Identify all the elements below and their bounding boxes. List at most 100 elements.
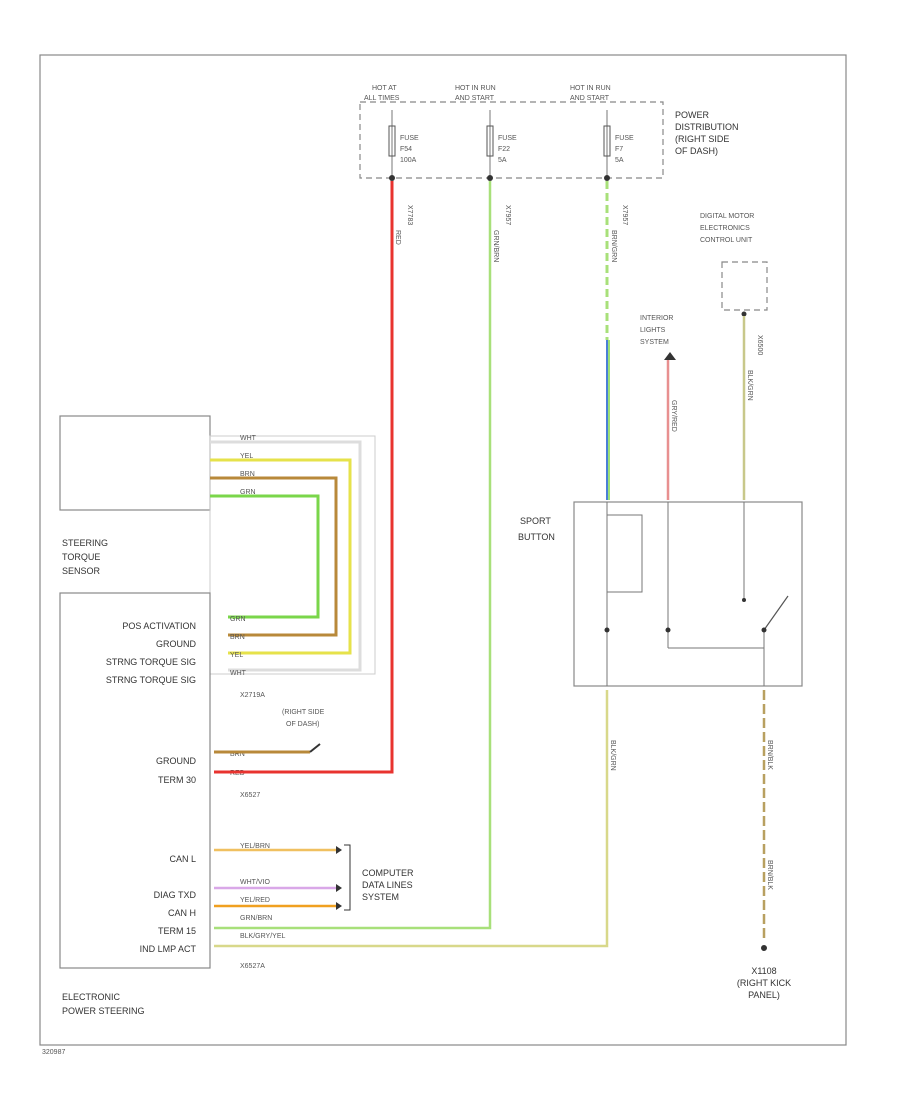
arrow-diag-txd	[336, 884, 342, 892]
computer-lines-2: DATA LINES	[362, 880, 413, 890]
bottom-ground-3: PANEL)	[748, 990, 780, 1000]
fuse-1-label-b: F54	[400, 146, 412, 153]
sport-switch	[763, 595, 789, 631]
wire-sensor-brn	[210, 476, 338, 637]
fuse-2-label-a: FUSE	[498, 135, 517, 142]
ground-label-1: (RIGHT SIDE	[282, 709, 325, 716]
fuse-3-label-b: F7	[615, 146, 623, 153]
fuse-3-label-c: 5A	[615, 157, 624, 164]
fuse-3-terminal	[604, 175, 610, 181]
eps-pin-can-l: CAN L	[169, 854, 196, 864]
hot-in-run-label-2a: HOT IN RUN	[570, 85, 611, 92]
dme-name-3: CONTROL UNIT	[700, 237, 753, 244]
sport-button-name-2: BUTTON	[518, 532, 555, 542]
wire-sensor-yel	[210, 458, 352, 655]
fuse-1-symbol	[388, 125, 396, 157]
bracket-computer-lines	[344, 844, 351, 911]
power-distribution-box	[359, 101, 664, 179]
sensor-wire-label-4: GRN	[240, 489, 256, 496]
computer-lines-1: COMPUTER	[362, 868, 414, 878]
sensor-name-3: SENSOR	[62, 566, 101, 576]
arrow-can-l	[336, 846, 342, 854]
eps-pin-ground: GROUND	[156, 639, 196, 649]
hot-at-all-times-label-2: ALL TIMES	[364, 95, 400, 102]
sensor-name-2: TORQUE	[62, 552, 100, 562]
sport-button-name-1: SPORT	[520, 516, 551, 526]
eps-pin-term-30: TERM 30	[158, 775, 196, 785]
fuse-2-terminal	[487, 175, 493, 181]
sensor-name-1: STEERING	[62, 538, 108, 548]
eps-conn-bot: X6527A	[240, 963, 265, 970]
bottom-ground-terminal	[761, 945, 767, 951]
sensor-wire-label-2: YEL	[240, 453, 253, 460]
fuse-3-symbol	[603, 125, 611, 157]
sensor-wire-label-1: WHT	[240, 435, 257, 442]
fuse-1-label-a: FUSE	[400, 135, 419, 142]
eps-bot-wire-4: YEL/RED	[240, 897, 270, 904]
eps-pin-diag-txd: DIAG TXD	[154, 890, 197, 900]
eps-top-wire-4: WHT	[230, 670, 247, 677]
eps-pin-ind-lmp-act: IND LMP ACT	[140, 944, 197, 954]
hot-at-all-times-label-1: HOT AT	[372, 85, 397, 92]
wire-label-sport-out-l: BLK/GRN	[609, 740, 616, 771]
dme-box	[721, 261, 768, 311]
fuse-2-connector: X7957	[504, 205, 511, 225]
eps-bot-wire-6: BLK/GRY/YEL	[240, 933, 286, 940]
sport-internal-loop	[607, 514, 643, 593]
eps-bot-wire-3: WHT/VIO	[240, 879, 270, 886]
eps-module-box	[59, 592, 211, 969]
footer-code: 320987	[42, 1049, 65, 1056]
power-dist-name-4: OF DASH)	[675, 146, 718, 156]
wire-grn-brn-term15	[214, 181, 492, 930]
power-dist-name-3: (RIGHT SIDE	[675, 134, 729, 144]
sport-terminal-right	[761, 627, 767, 633]
fuse-2-symbol	[486, 125, 494, 157]
sensor-wire-label-3: BRN	[240, 471, 255, 478]
wire-label-gnd-right: BRN/BLK	[766, 860, 773, 890]
wire-label-mid: BRN/GRN	[610, 230, 617, 262]
fuse-2-label-c: 5A	[498, 157, 507, 164]
fuse-2-label-b: F22	[498, 146, 510, 153]
dme-connector: X6500	[756, 335, 763, 355]
sensor-harness-box	[209, 435, 376, 675]
interior-lights-arrow	[664, 352, 676, 360]
eps-pin-pos-activation: POS ACTIVATION	[122, 621, 196, 631]
eps-top-wire-3: YEL	[230, 652, 243, 659]
fuse-1-connector: X7783	[406, 205, 413, 225]
diagram-frame	[39, 54, 847, 1046]
hot-in-run-label-2b: AND START	[570, 95, 610, 102]
interior-lights-name-1: INTERIOR	[640, 315, 673, 322]
interior-lights-name-2: LIGHTS	[640, 327, 666, 334]
arrow-can-h	[336, 902, 342, 910]
dme-name-2: ELECTRONICS	[700, 225, 750, 232]
eps-name-2: POWER STEERING	[62, 1006, 145, 1016]
eps-top-wire-2: BRN	[230, 634, 245, 641]
bottom-ground-2: (RIGHT KICK	[737, 978, 791, 988]
eps-pin-torque-sig-1: STRNG TORQUE SIG	[106, 657, 196, 667]
eps-bot-wire-5: GRN/BRN	[240, 915, 272, 922]
wire-red-term30	[214, 181, 394, 774]
ground-symbol	[309, 743, 321, 753]
wire-label-sport-out-r: BRN/BLK	[766, 740, 773, 770]
computer-lines-3: SYSTEM	[362, 892, 399, 902]
ground-label-2: OF DASH)	[286, 721, 319, 728]
wire-sport-ind-lmp	[214, 690, 609, 948]
eps-name-1: ELECTRONIC	[62, 992, 121, 1002]
fuse-3-label-a: FUSE	[615, 135, 634, 142]
sport-terminal-left	[604, 627, 610, 633]
hot-in-run-label-1a: HOT IN RUN	[455, 85, 496, 92]
wire-sensor-grn	[210, 494, 320, 619]
wire-sensor-wht	[210, 440, 362, 672]
wire-label-dme: BLK/GRN	[746, 370, 753, 401]
sport-button-box	[573, 501, 803, 687]
power-dist-name-1: POWER	[675, 110, 710, 120]
bottom-ground-1: X1108	[751, 966, 776, 976]
hot-in-run-label-1b: AND START	[455, 95, 495, 102]
wire-label-int: GRY/RED	[670, 400, 677, 432]
dme-name-1: DIGITAL MOTOR	[700, 213, 754, 220]
wire-label-red: RED	[394, 230, 401, 245]
interior-lights-name-3: SYSTEM	[640, 339, 669, 346]
eps-conn-mid: X6527	[240, 792, 260, 799]
eps-pin-can-h: CAN H	[168, 908, 196, 918]
fuse-1-terminal	[389, 175, 395, 181]
